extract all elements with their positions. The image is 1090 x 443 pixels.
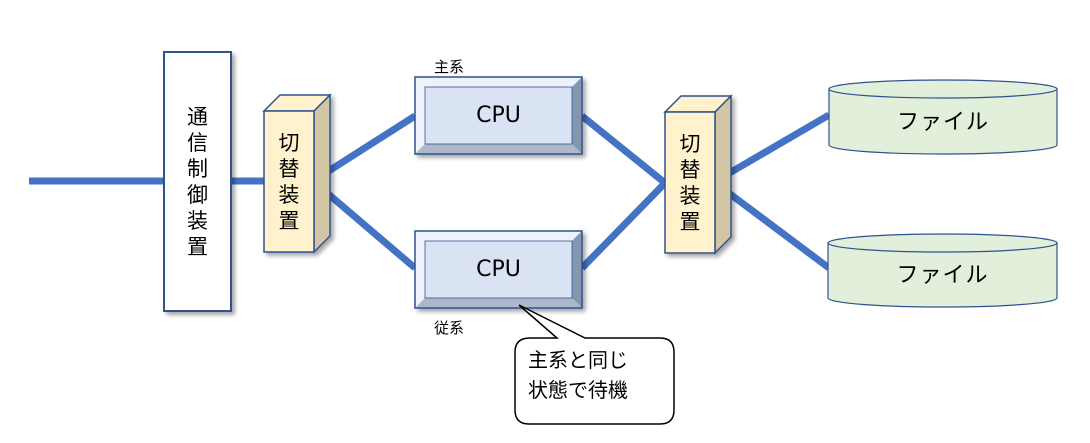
- line-switch-to-file-top: [712, 111, 831, 186]
- comm-controller-label-char: 制: [187, 156, 208, 181]
- cpu-secondary-label: CPU: [476, 257, 521, 282]
- switch-left-box: [262, 93, 332, 254]
- comm-controller-box: [163, 51, 232, 312]
- comm-controller-label-char: 御: [187, 182, 208, 207]
- comm-controller-label-char: 装: [187, 208, 208, 233]
- switch-right-label: 切替装置: [665, 112, 715, 253]
- cpu-secondary-box: [414, 230, 583, 309]
- switch-right-label-char: 装: [679, 183, 701, 208]
- line-switch-to-file-bottom: [711, 179, 832, 271]
- cpu-primary-label: CPU: [476, 103, 521, 128]
- file-bottom-label: ファイル: [896, 263, 989, 288]
- switch-left-label-char: 替: [278, 156, 300, 181]
- file-top-cylinder: [828, 79, 1058, 155]
- switch-left-label: 切替装置: [264, 111, 314, 252]
- callout-bubble: [514, 304, 675, 425]
- switch-left-label-char: 切: [278, 130, 300, 155]
- comm-controller-label-char: 置: [187, 234, 208, 259]
- line-cpu-secondary-to-switch: [579, 180, 668, 271]
- switch-right-label-char: 置: [679, 209, 701, 234]
- switch-right-label-char: 切: [679, 131, 701, 156]
- comm-controller-label: 通信制御装置: [164, 52, 231, 311]
- switch-right-box: [663, 94, 733, 255]
- cpu-primary-box: [414, 76, 583, 155]
- switch-right-label-char: 替: [679, 157, 701, 182]
- callout-line-2: 状態で待機: [528, 378, 628, 402]
- comm-controller-label-char: 信: [187, 130, 208, 155]
- file-bottom-cylinder: [827, 233, 1058, 308]
- callout-line-1: 主系と同じ: [528, 348, 628, 372]
- file-top-label: ファイル: [896, 110, 989, 135]
- cpu-secondary-caption: 従系: [434, 319, 465, 337]
- cpu-primary-caption: 主系: [434, 58, 465, 76]
- callout-text: 主系と同じ 状態で待機: [528, 345, 628, 405]
- switch-left-label-char: 装: [278, 182, 300, 207]
- comm-controller-label-char: 通: [187, 104, 208, 129]
- line-cpu-primary-to-switch: [579, 113, 668, 186]
- switch-left-label-char: 置: [278, 208, 300, 233]
